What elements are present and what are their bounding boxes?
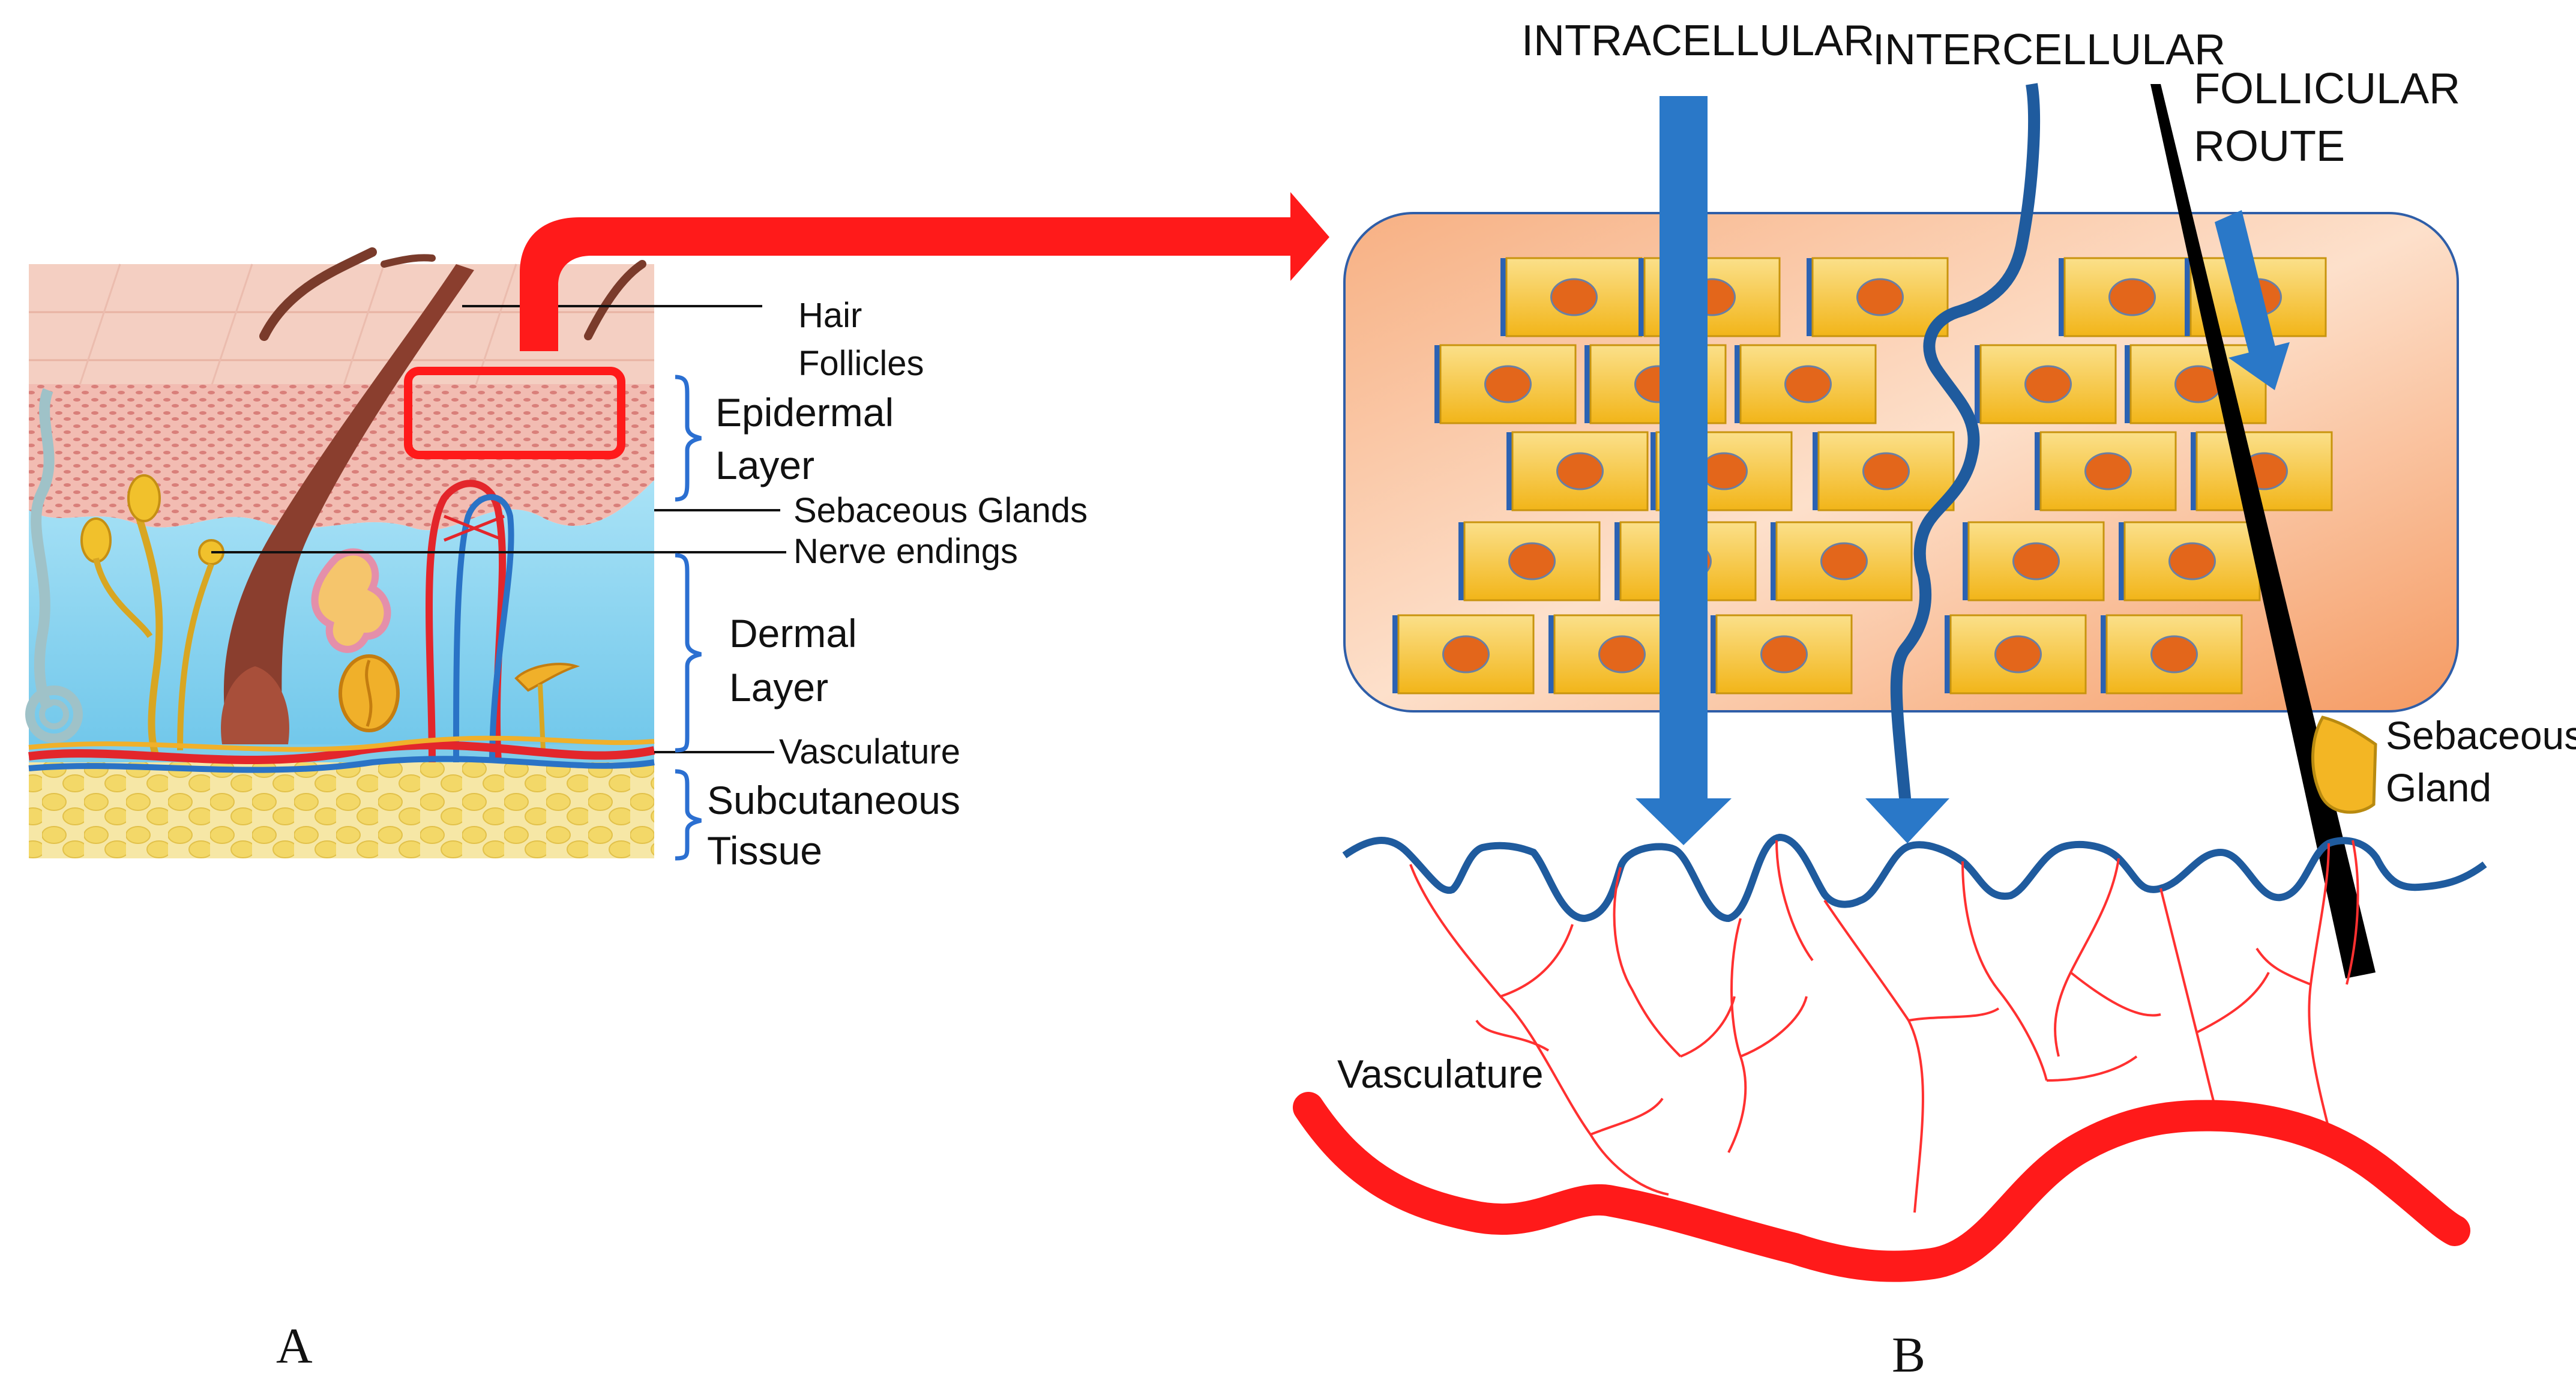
intercellular-arrowhead (1865, 798, 1949, 843)
cell-nucleus (1598, 635, 1646, 673)
label-vasculature-a: Vasculature (779, 732, 960, 771)
intercellular-path (1890, 83, 2041, 805)
label-follicles: Follicles (798, 344, 924, 383)
cell-nucleus (1550, 278, 1598, 316)
vasculature-vessel (1293, 1092, 2470, 1282)
follicular-arrow (2215, 210, 2290, 390)
cell-nucleus (1700, 452, 1748, 490)
cell-nucleus (2108, 278, 2156, 316)
cell-nucleus (1484, 365, 1532, 403)
cell-nucleus (1556, 452, 1604, 490)
callout-arrow (520, 192, 1329, 351)
basement-membrane (1342, 833, 2487, 923)
epidermis-callout-box (404, 367, 625, 459)
intracellular-arrow (1636, 96, 1732, 845)
cell-nucleus (1760, 635, 1808, 673)
route-follicular: FOLLICULAR (2194, 65, 2460, 113)
label-epidermal: Epidermal (715, 390, 894, 435)
label-hair: Hair (798, 296, 862, 335)
label-dermal: Dermal (729, 611, 857, 655)
label-nerve-endings: Nerve endings (793, 532, 1018, 571)
capillary-network (1409, 840, 2359, 1213)
subcutaneous-bracket (675, 769, 702, 861)
cell-nucleus (1442, 635, 1490, 673)
route-intercellular: INTERCELLULAR (1873, 26, 2225, 74)
cell-nucleus (1820, 542, 1868, 580)
label-dermal-layer: Layer (729, 665, 828, 710)
cell-nucleus (2168, 542, 2216, 580)
cell-nucleus (2012, 542, 2060, 580)
cell-nucleus (2150, 635, 2198, 673)
label-sebaceous: Sebaceous (2386, 713, 2576, 758)
cell-nucleus (1994, 635, 2042, 673)
label-gland: Gland (2386, 765, 2491, 810)
cell-nucleus (2024, 365, 2072, 403)
sebaceous-gland (2311, 716, 2377, 814)
label-sebaceous-glands: Sebaceous Glands (793, 491, 1088, 530)
subcutaneous-fat (29, 762, 654, 858)
route-intracellular: INTRACELLULAR (1521, 17, 1874, 65)
dermal-bracket (675, 553, 702, 753)
label-vasculature-b: Vasculature (1337, 1052, 1544, 1096)
label-epidermal-layer: Layer (715, 443, 814, 487)
epidermal-bracket (675, 375, 702, 502)
label-tissue: Tissue (707, 828, 822, 873)
cell-nucleus (1508, 542, 1556, 580)
panel-letter-b: B (1892, 1327, 1925, 1383)
cell-nucleus (2084, 452, 2132, 490)
cell-nucleus (1784, 365, 1832, 403)
panel-b-permeation-routes: INTRACELLULAR INTERCELLULAR FOLLICULAR R… (1293, 17, 2576, 1383)
route-follicular-route: ROUTE (2194, 122, 2345, 170)
label-subcutaneous: Subcutaneous (707, 778, 960, 822)
cell-nucleus (1862, 452, 1910, 490)
cell-nucleus (1856, 278, 1904, 316)
panel-letter-a: A (276, 1318, 313, 1374)
panel-a-skin-section: Hair Follicles Epidermal Layer Sebaceous… (25, 247, 1088, 1374)
